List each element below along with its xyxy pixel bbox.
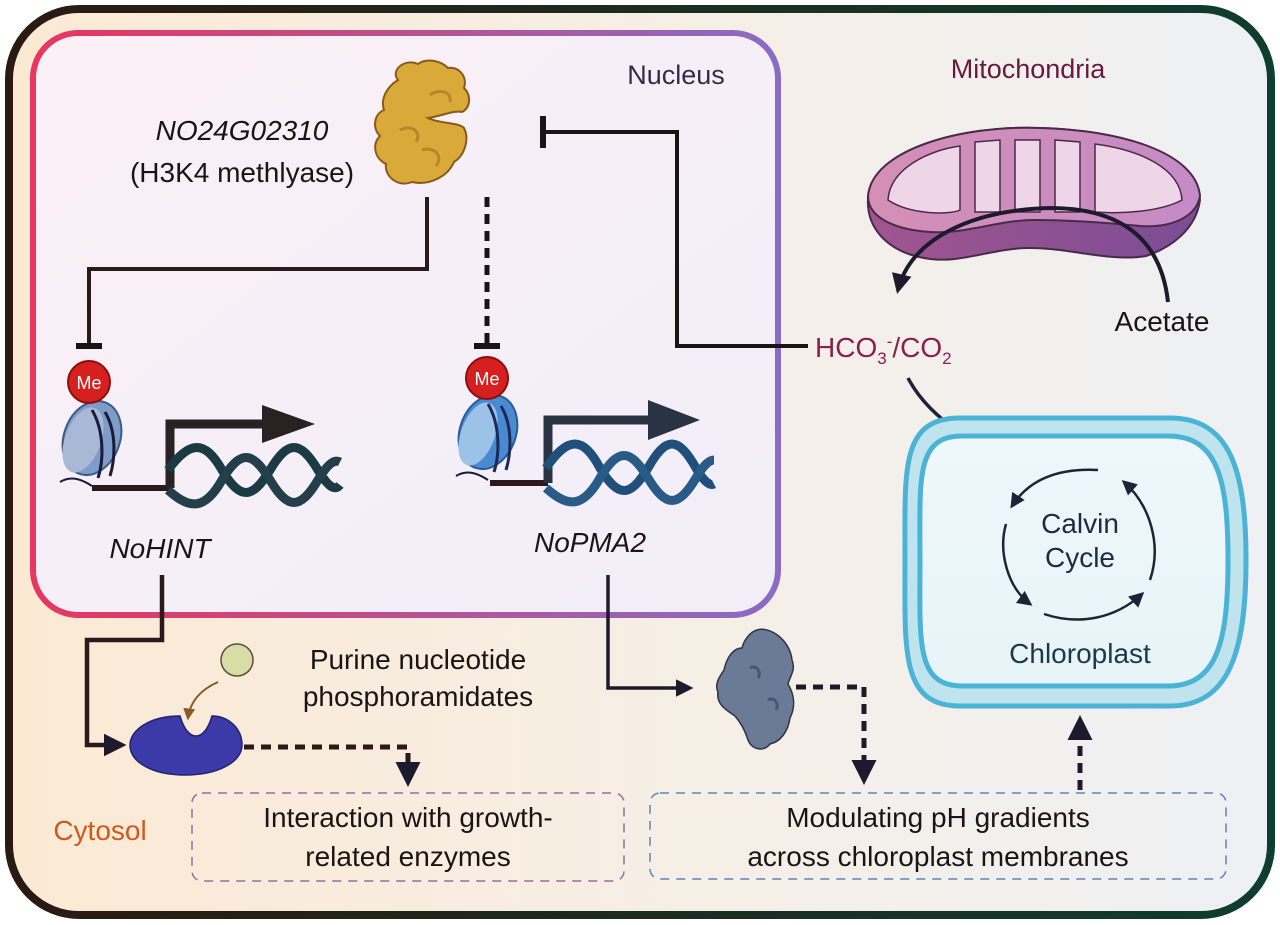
ph-label-line2: across chloroplast membranes [747,841,1128,872]
chloroplast-compartment [902,415,1249,709]
methyl-mark-left-icon: Me [67,360,111,404]
growth-label-line2: related enzymes [305,841,510,872]
gene-label-nopma2: NoPMA2 [534,527,646,558]
nucleus-label: Nucleus [627,60,725,90]
ph-label-line1: Modulating pH gradients [786,802,1090,833]
methyl-mark-left-label: Me [76,373,101,393]
inhibition-line-enzyme-to-hint [87,197,429,345]
gene-label-nohint: NoHINT [109,533,212,564]
pma2-protein-icon [715,628,795,750]
hint-protein-icon [129,715,243,776]
ph-gradients-box [649,792,1227,880]
growth-label-line1: Interaction with growth- [263,802,552,833]
purine-label-line2: phosphoramidates [303,681,533,712]
mitochondria-label: Mitochondria [951,54,1107,84]
methyl-mark-right-label: Me [474,369,499,389]
enzyme-name: NO24G02310 [156,115,329,146]
calvin-cycle-label-line1: Calvin [1041,508,1119,539]
h3k4-methylase-protein-icon [374,59,470,185]
inhibition-line-hco3-to-enzyme [545,130,808,348]
bicarbonate-co2-label: HCO3-/CO2 [815,332,952,368]
dna-helix-left-icon [164,443,344,509]
purine-ligand-icon [220,643,254,677]
dashed-arrow-to-ph [796,684,877,785]
nucleosome-left-icon [59,380,123,487]
ligand-binding-arrow [183,681,219,721]
acetate-label: Acetate [1115,306,1210,337]
acetate-to-hco3-arrow [892,205,1170,303]
enzyme-description: (H3K4 methlyase) [130,157,354,188]
calvin-cycle-arrows-icon [1002,468,1156,621]
dna-helix-right-icon [542,439,717,507]
dashed-arrow-to-growth [244,744,421,787]
chloroplast-label: Chloroplast [1009,638,1151,669]
mitochondrion-icon [866,126,1202,261]
expression-line-nopma2 [606,575,694,697]
calvin-cycle-label-line2: Cycle [1045,542,1115,573]
methyl-mark-right-icon: Me [465,356,509,400]
cytosol-label: Cytosol [53,815,146,846]
purine-label-line1: Purine nucleotide [310,644,526,675]
expression-line-nohint [84,575,165,757]
nucleosome-right-icon [455,378,519,481]
